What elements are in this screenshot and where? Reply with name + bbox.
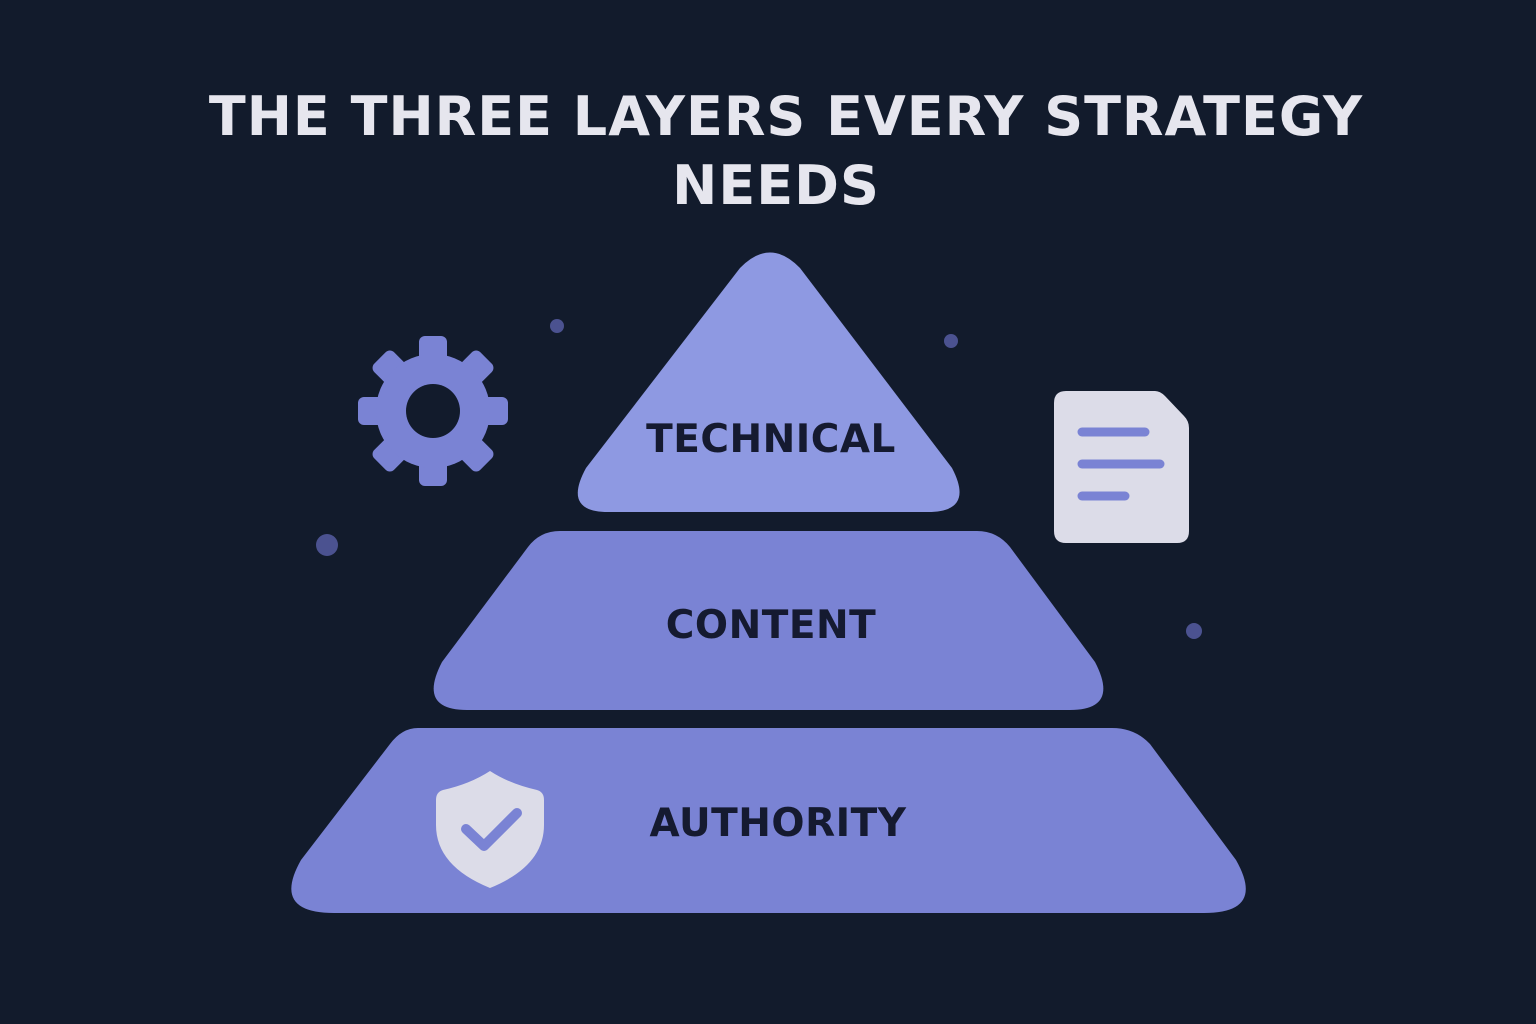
layer-label-content: CONTENT — [666, 603, 876, 648]
decorative-dot — [1186, 623, 1202, 639]
layer-label-technical: TECHNICAL — [646, 417, 896, 462]
decorative-dot — [944, 334, 958, 348]
shield-check-icon — [436, 771, 544, 888]
title-line-1: THE THREE LAYERS EVERY STRATEGY — [209, 85, 1363, 148]
decorative-dots — [316, 319, 1202, 639]
decorative-dot — [316, 534, 338, 556]
decorative-dot — [550, 319, 564, 333]
document-icon — [1054, 391, 1189, 543]
layer-label-authority: AUTHORITY — [650, 801, 907, 846]
layer-content — [433, 531, 1104, 710]
layer-authority — [291, 728, 1246, 913]
gear-icon — [358, 336, 508, 486]
layer-technical — [577, 252, 960, 512]
title-line-2: NEEDS — [672, 154, 880, 217]
